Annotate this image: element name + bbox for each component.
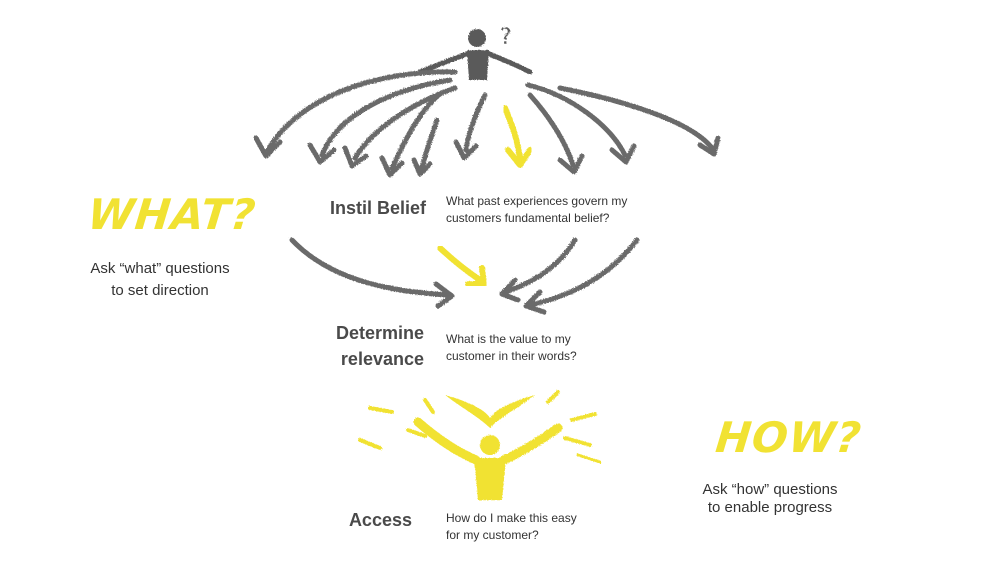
step-question-instil-belief: What past experiences govern my customer… — [446, 193, 666, 227]
converging-arrows-icon — [292, 240, 637, 312]
arrow-spray-icon — [256, 72, 718, 175]
what-heading: WHAT? — [85, 190, 258, 239]
converging-highlight-arrow-icon — [440, 248, 484, 284]
step-label-line-1: Determine — [270, 320, 424, 346]
step-question-line-1: What past experiences govern my — [446, 193, 666, 210]
what-caption-line-2: to set direction — [55, 280, 265, 302]
step-label-line-2: relevance — [270, 346, 424, 372]
step-question-line-2: for my customer? — [446, 527, 666, 544]
question-mark: ? — [500, 25, 512, 50]
highlighted-arrow-icon — [505, 108, 530, 165]
step-label-determine-relevance: Determine relevance — [270, 320, 424, 372]
step-label-access: Access — [270, 507, 412, 533]
what-caption-line-1: Ask “what” questions — [55, 258, 265, 280]
what-caption: Ask “what” questions to set direction — [55, 258, 265, 302]
step-question-line-2: customer in their words? — [446, 348, 666, 365]
celebrating-person-icon — [360, 392, 600, 500]
step-label-instil-belief: Instil Belief — [270, 195, 426, 221]
step-label-line-1: Instil Belief — [270, 195, 426, 221]
step-question-line-1: What is the value to my — [446, 331, 666, 348]
how-caption-line-2: to enable progress — [670, 499, 870, 517]
step-label-line-1: Access — [270, 507, 412, 533]
how-heading: HOW? — [713, 413, 864, 462]
step-question-determine-relevance: What is the value to my customer in thei… — [446, 331, 666, 365]
how-caption-line-1: Ask “how” questions — [670, 481, 870, 499]
step-question-line-2: customers fundamental belief? — [446, 210, 666, 227]
how-caption: Ask “how” questions to enable progress — [670, 481, 870, 517]
step-question-access: How do I make this easy for my customer? — [446, 510, 666, 544]
step-question-line-1: How do I make this easy — [446, 510, 666, 527]
